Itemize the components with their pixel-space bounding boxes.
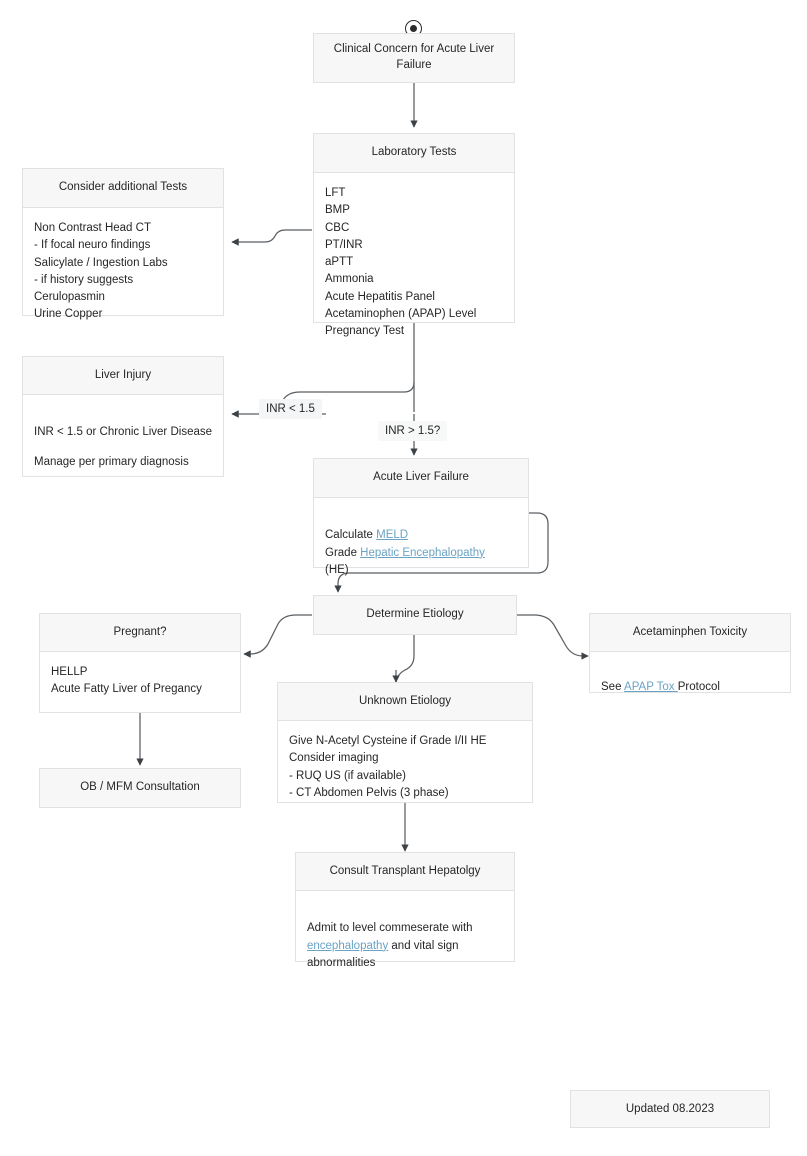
liver-injury-line-2: Manage per primary diagnosis xyxy=(34,455,189,468)
node-pregnant-title: Pregnant? xyxy=(40,614,240,652)
node-acetaminophen-toxicity[interactable]: Acetaminphen Toxicity See APAP Tox Proto… xyxy=(589,613,791,693)
node-liver-injury-body: INR < 1.5 or Chronic Liver Disease Manag… xyxy=(23,395,223,498)
node-acetaminophen-toxicity-body: See APAP Tox Protocol xyxy=(590,652,790,707)
edge-label-inr-greater: INR > 1.5? xyxy=(378,421,448,441)
apap-protocol-suffix: Protocol xyxy=(677,681,720,694)
updated-badge: Updated 08.2023 xyxy=(570,1090,770,1128)
edge-etiology-to-pregnant xyxy=(243,614,312,658)
node-consult-transplant-hepatology-body: Admit to level commeserate with encephal… xyxy=(296,891,514,982)
node-acetaminophen-toxicity-title: Acetaminphen Toxicity xyxy=(590,614,790,652)
hepatic-encephalopathy-link[interactable]: Hepatic Encephalopathy xyxy=(360,546,485,559)
node-acute-liver-failure-title: Acute Liver Failure xyxy=(314,459,528,498)
node-liver-injury[interactable]: Liver Injury INR < 1.5 or Chronic Liver … xyxy=(22,356,224,477)
node-pregnant[interactable]: Pregnant? HELLP Acute Fatty Liver of Pre… xyxy=(39,613,241,713)
node-consult-transplant-hepatology[interactable]: Consult Transplant Hepatolgy Admit to le… xyxy=(295,852,515,969)
transplant-admit-suffix: and vital sign abnormalities xyxy=(307,939,459,969)
node-acute-liver-failure[interactable]: Acute Liver Failure Calculate MELD Grade… xyxy=(313,458,529,576)
node-consider-additional-tests[interactable]: Consider additional Tests Non Contrast H… xyxy=(22,168,224,320)
node-consult-transplant-hepatology-title: Consult Transplant Hepatolgy xyxy=(296,853,514,891)
apap-see-prefix: See xyxy=(601,681,625,694)
node-unknown-etiology-body: Give N-Acetyl Cysteine if Grade I/II HE … xyxy=(289,735,487,799)
edge-etiology-to-unknown-curve xyxy=(395,634,415,685)
liver-injury-line-1: INR < 1.5 or Chronic Liver Disease xyxy=(34,426,213,439)
encephalopathy-link[interactable]: encephalopathy xyxy=(307,939,389,952)
node-liver-injury-title: Liver Injury xyxy=(23,357,223,395)
alf-calculate-prefix: Calculate xyxy=(325,529,377,542)
node-consider-additional-tests-body: Non Contrast Head CT - If focal neuro fi… xyxy=(34,222,168,321)
alf-grade-prefix: Grade xyxy=(325,546,361,559)
edge-label-inr-less: INR < 1.5 xyxy=(259,399,322,419)
node-pregnant-body: HELLP Acute Fatty Liver of Pregancy xyxy=(51,666,202,696)
node-unknown-etiology[interactable]: Unknown Etiology Give N-Acetyl Cysteine … xyxy=(277,682,533,803)
apap-tox-link[interactable]: APAP Tox xyxy=(624,681,678,694)
meld-link[interactable]: MELD xyxy=(376,529,409,542)
node-determine-etiology[interactable]: Determine Etiology xyxy=(313,595,517,635)
edge-etiology-to-apap xyxy=(517,614,589,660)
alf-he-suffix: (HE) xyxy=(325,563,349,576)
node-clinical-concern[interactable]: Clinical Concern for Acute Liver Failure xyxy=(313,33,515,83)
node-ob-mfm-consultation-title: OB / MFM Consultation xyxy=(40,769,240,807)
node-laboratory-tests[interactable]: Laboratory Tests LFT BMP CBC PT/INR aPTT… xyxy=(313,133,515,337)
node-ob-mfm-consultation[interactable]: OB / MFM Consultation xyxy=(39,768,241,808)
node-determine-etiology-title: Determine Etiology xyxy=(314,596,516,634)
node-consider-additional-tests-title: Consider additional Tests xyxy=(23,169,223,208)
node-unknown-etiology-title: Unknown Etiology xyxy=(278,683,532,721)
node-laboratory-tests-body: LFT BMP CBC PT/INR aPTT Ammonia Acute He… xyxy=(325,187,477,337)
edge-labs-to-additional-tests xyxy=(231,229,312,246)
transplant-admit-prefix: Admit to level commeserate with xyxy=(307,922,473,935)
node-acute-liver-failure-body: Calculate MELD Grade Hepatic Encephalopa… xyxy=(314,498,528,589)
node-laboratory-tests-title: Laboratory Tests xyxy=(314,134,514,173)
node-clinical-concern-title: Clinical Concern for Acute Liver Failure xyxy=(314,34,514,82)
